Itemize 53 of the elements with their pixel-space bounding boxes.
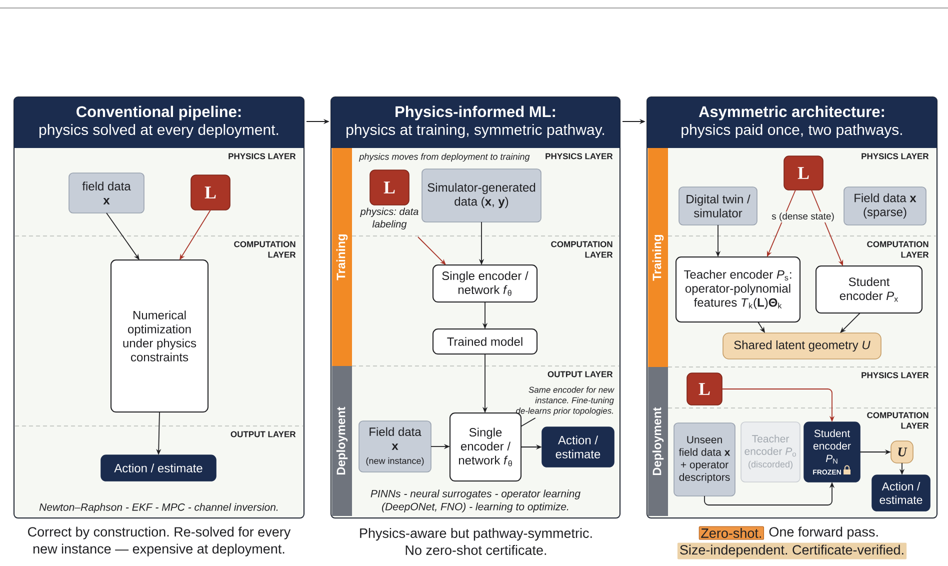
- leader-line: [520, 418, 536, 427]
- layer-label: COMPUTATION LAYER: [867, 412, 929, 429]
- edge-label: s (dense state): [770, 212, 836, 222]
- layer-label: PHYSICS LAYER: [228, 153, 296, 160]
- process-box: Teacher encoder P$_{s}$: operator-polynomial features T$_{k}$(L)Θ$_{k}$: [676, 256, 800, 322]
- arrow: [840, 312, 860, 333]
- process-box: Student encoder P$_{x}$: [816, 266, 922, 314]
- footnote: Newton–Raphson - EKF - MPC - channel inversion.: [39, 503, 278, 513]
- data-box: Field data x (sparse): [844, 186, 926, 226]
- annotation: physics moves from deployment to training: [358, 153, 530, 162]
- layer-label: OUTPUT LAYER: [230, 431, 296, 438]
- arrow: [418, 236, 446, 265]
- layer-label: PHYSICS LAYER: [862, 372, 929, 378]
- layer-label: PHYSICS LAYER: [862, 153, 929, 160]
- output-box: Action / estimate: [872, 474, 930, 512]
- header-bar: Asymmetric architecture: physics paid once, two pathways.: [647, 97, 937, 148]
- process-box: Trained model: [432, 328, 538, 354]
- symbol-tile: L: [370, 170, 410, 206]
- annotation-note: Same encoder for new instance. Fine-tuning de-learns prior topologies.: [516, 386, 614, 416]
- highlighted-text: Size-independent. Certificate-verified.: [677, 542, 907, 560]
- symbol-tile: L: [784, 156, 824, 190]
- data-box: Field data x (new instance): [358, 420, 432, 472]
- header-bar: Conventional pipeline: physics solved at every deployment.: [14, 97, 304, 148]
- stage-band: Deployment: [648, 367, 668, 516]
- layer-label: PHYSICS LAYER: [546, 153, 613, 160]
- output-box: Action / estimate: [542, 426, 614, 468]
- summary-text: Physics-aware but pathway-symmetric. No zero-shot certificate.: [360, 528, 592, 555]
- data-box: Digital twin / simulator: [678, 186, 758, 226]
- data-box: Simulator-generated data (x, y): [422, 168, 542, 222]
- process-box: Numerical optimization under physics constraints: [110, 260, 208, 412]
- summary-text: One forward pass.: [769, 526, 878, 540]
- summary-text: Correct by construction. Re-solved for every new instance — expensive at deployment.: [28, 526, 291, 556]
- header-bar: Physics-informed ML: physics at training, symmetric pathway.: [331, 97, 620, 148]
- symbol-tile: L: [686, 372, 722, 406]
- faded-box: Teacher encoder P$_{o}$ (discorded): [740, 422, 800, 482]
- footnote: PINNs - neural surrogates - operator learning (DeepONet, FNO) - learning to optimize.: [370, 490, 580, 512]
- output-box: Action / estimate: [100, 454, 216, 482]
- data-box: Unseen field data x + operator descriptors: [674, 422, 736, 496]
- layer-label: OUTPUT LAYER: [548, 371, 613, 378]
- process-box: Single encoder / network f$_{θ}$: [450, 412, 522, 482]
- stage-band: Deployment: [332, 366, 352, 516]
- stage-band: Training: [648, 148, 668, 367]
- symbol-tile: L: [190, 174, 230, 210]
- latent-box: U: [890, 440, 914, 464]
- layer-label: COMPUTATION LAYER: [867, 241, 929, 258]
- layer-label: COMPUTATION LAYER: [551, 241, 613, 258]
- highlighted-text: Zero-shot.: [698, 526, 764, 540]
- data-box: field data x: [68, 172, 144, 214]
- layer-label: COMPUTATION LAYER: [234, 241, 296, 258]
- stage-band: Training: [332, 148, 352, 366]
- process-box: Single encoder / network f$_{θ}$: [432, 264, 538, 302]
- annotation: physics: data labeling: [360, 208, 418, 230]
- latent-box: Shared latent geometry U: [722, 332, 882, 360]
